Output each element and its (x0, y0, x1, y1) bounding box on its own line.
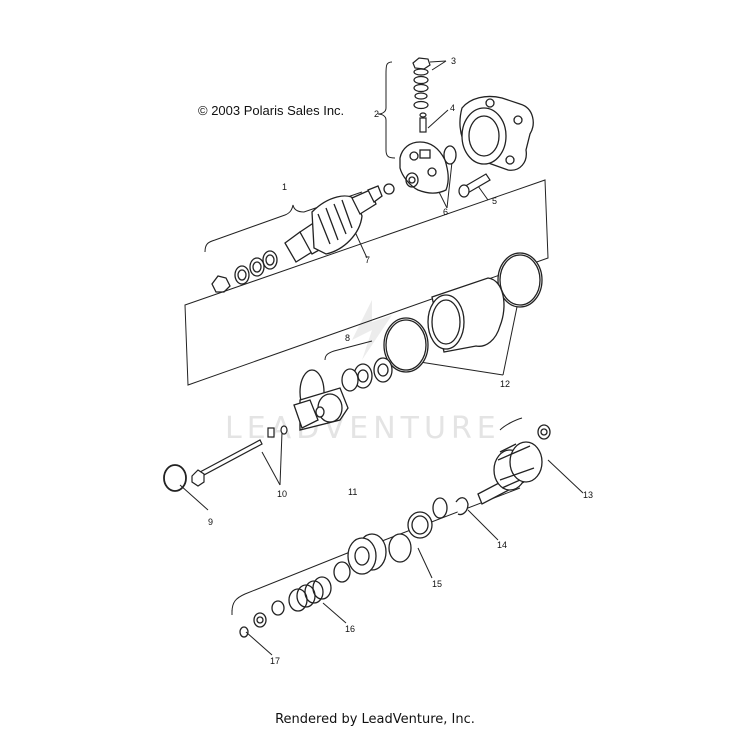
callout-5: 5 (492, 196, 497, 206)
callout-8: 8 (345, 333, 350, 343)
callout-9: 9 (208, 517, 213, 527)
callout-15: 15 (432, 579, 442, 589)
callout-17: 17 (270, 656, 280, 666)
callout-16: 16 (345, 624, 355, 634)
leader-lines (179, 60, 584, 656)
armature (284, 185, 383, 263)
callout-1: 1 (282, 182, 287, 192)
brush-holder-plate (399, 141, 457, 194)
yoke-housing (383, 252, 543, 373)
callout-2: 2 (374, 109, 379, 119)
end-cap-housing (459, 95, 534, 171)
render-credit-footer: Rendered by LeadVenture, Inc. (275, 712, 475, 727)
callout-10: 10 (277, 489, 287, 499)
callout-4: 4 (450, 103, 455, 113)
callout-14: 14 (497, 540, 507, 550)
callout-13: 13 (583, 490, 593, 500)
brush-terminal-hardware (412, 57, 431, 133)
housing-group-outline (184, 179, 549, 386)
watermark-text: LEADVENTURE (225, 411, 501, 446)
bearing-group-bracket (324, 340, 373, 361)
callout-labels: 1 2 3 4 5 6 7 8 9 10 11 12 13 14 15 16 1… (208, 56, 593, 666)
callout-7: 7 (365, 255, 370, 265)
drive-end-housing (293, 369, 349, 431)
callout-3: 3 (451, 56, 456, 66)
o-ring-9 (163, 464, 187, 492)
bearing-set (341, 357, 393, 392)
group-outlines (184, 61, 549, 615)
armature-group-bracket (204, 191, 363, 253)
armature-washers (211, 172, 419, 293)
callout-6: 6 (443, 207, 448, 217)
callout-12: 12 (500, 379, 510, 389)
spring-stack (239, 561, 351, 638)
overrunning-clutch-shaft (477, 424, 551, 505)
brush-group-bracket (377, 61, 396, 159)
through-bolt-short (458, 173, 491, 198)
snap-rings-and-gear (347, 497, 469, 575)
bottom-group-bracket (231, 417, 523, 615)
copyright-notice: © 2003 Polaris Sales Inc. (198, 103, 345, 118)
through-bolt-long (191, 425, 288, 487)
callout-11: 11 (348, 487, 357, 497)
